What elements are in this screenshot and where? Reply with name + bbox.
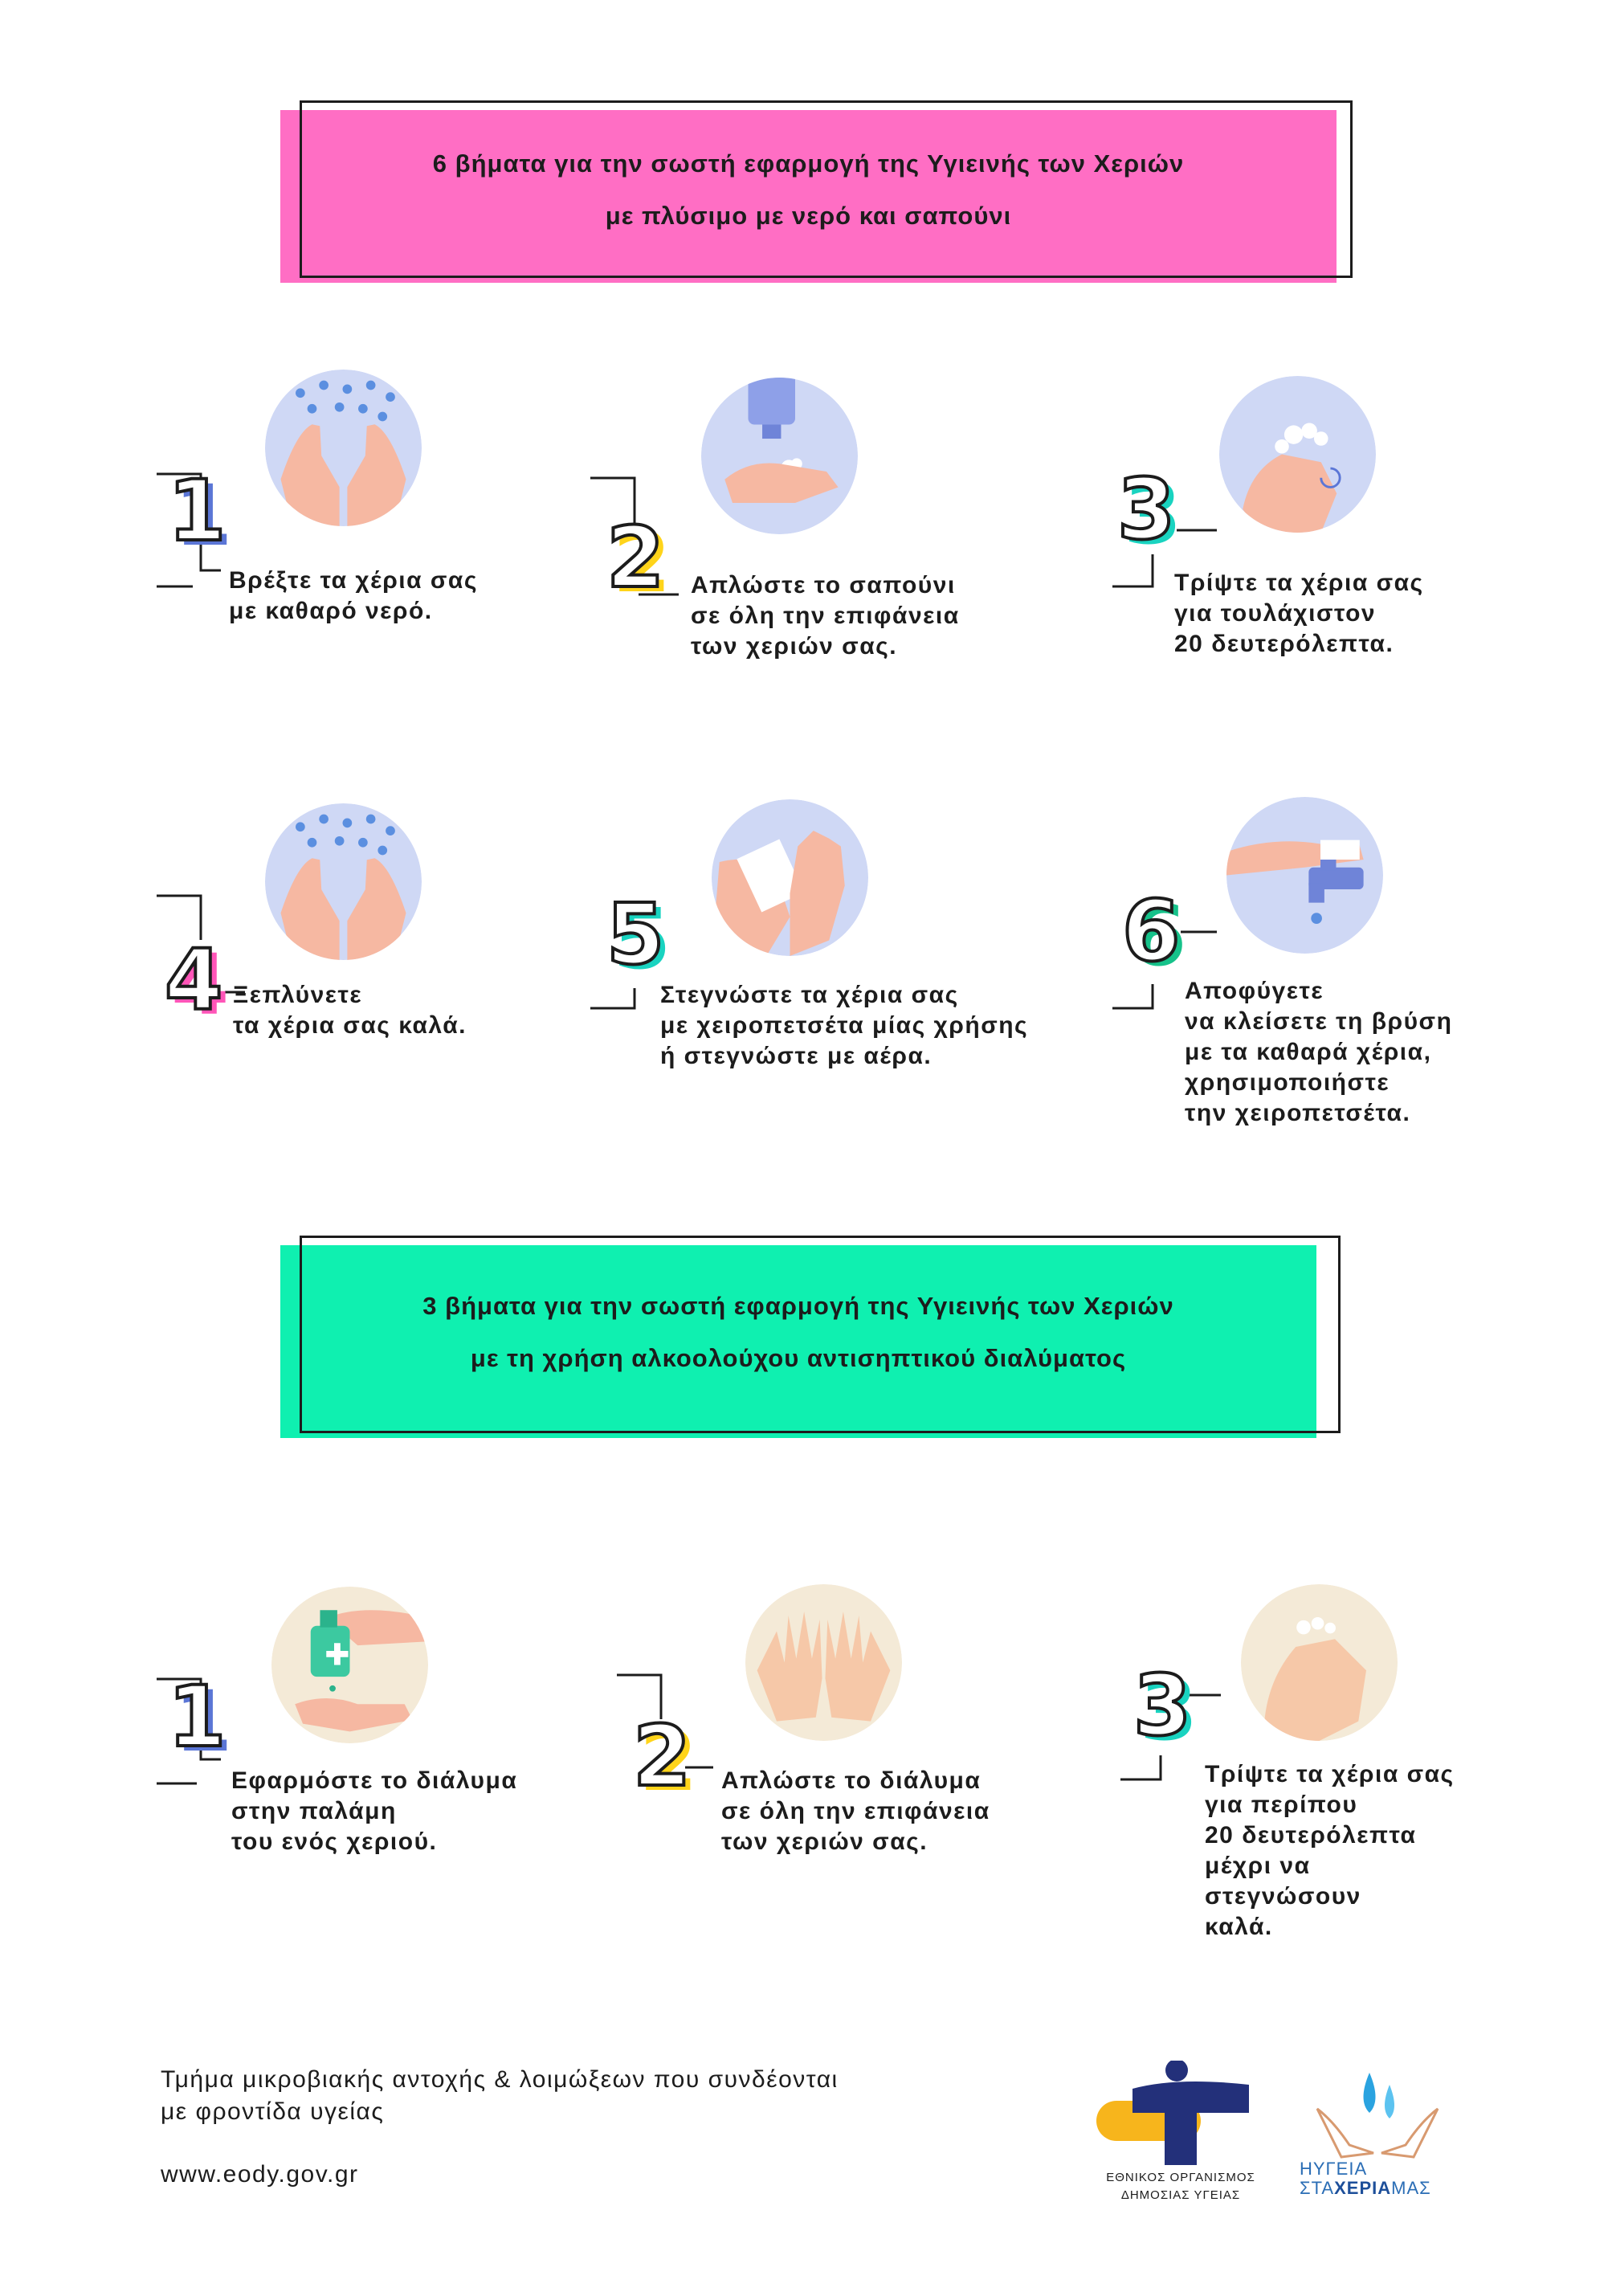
step-number-5: 5 5 xyxy=(590,888,703,1024)
step-text-line: με καθαρό νερό. xyxy=(229,598,433,624)
rubbing-palms-icon xyxy=(1241,1584,1398,1741)
step-text-line: τα χέρια σας καλά. xyxy=(233,1012,467,1039)
wet-hands-icon xyxy=(265,370,422,526)
step-text-line: Βρέξτε τα χέρια σας xyxy=(229,567,478,594)
step-text-line: των χεριών σας. xyxy=(691,633,898,660)
alcohol-banner-frame xyxy=(300,1236,1341,1433)
step-text-line: για τουλάχιστον xyxy=(1174,600,1377,627)
department-line-1: Τμήμα μικροβιακής αντοχής & λοιμώξεων πο… xyxy=(161,2066,839,2093)
rubbing-hands-icon xyxy=(1219,376,1376,533)
department-line-2: με φροντίδα υγείας xyxy=(161,2098,385,2125)
step-text-line: 20 δευτερόλεπτα. xyxy=(1174,631,1394,657)
eody-caption: ΕΘΝΙΚΟΣ ΟΡΓΑΝΙΣΜΟΣ ΔΗΜΟΣΙΑΣ ΥΓΕΙΑΣ xyxy=(1106,2171,1255,2202)
alcohol-section-title-line1: 3 βήματα για την σωστή εφαρμογή της Υγιε… xyxy=(422,1292,1174,1320)
step-text-line: Τρίψτε τα χέρια σας xyxy=(1174,570,1424,596)
hygeia-campaign-text: ΗΥΓΕΙΑ ΣΤΑΧΕΡΙΑΜΑΣ xyxy=(1300,2159,1431,2198)
alcohol-step-number-1: 1 1 xyxy=(157,1673,269,1812)
step-text-line: σε όλη την επιφάνεια xyxy=(721,1798,990,1824)
step-text-line: Εφαρμόστε το διάλυμα xyxy=(231,1767,518,1794)
step-text-line: 20 δευτερόλεπτα xyxy=(1205,1822,1417,1849)
alcohol-step-number-2: 2 2 xyxy=(617,1671,729,1808)
step-number-6: 6 6 xyxy=(1112,888,1225,1024)
step-text-line: με χειροπετσέτα μίας χρήσης xyxy=(660,1012,1029,1039)
hygeia-logo xyxy=(1309,2065,1446,2161)
step-text-line: Αποφύγετε xyxy=(1185,978,1324,1004)
eody-logo xyxy=(1096,2059,1257,2165)
paper-towel-icon xyxy=(712,799,868,956)
soap-section-title-line2: με πλύσιμο με νερό και σαπούνι xyxy=(605,202,1012,230)
alcohol-step-number-3: 3 3 xyxy=(1120,1662,1233,1812)
soap-section-title-line1: 6 βήματα για την σωστή εφαρμογή της Υγιε… xyxy=(432,149,1185,178)
open-palms-icon xyxy=(745,1584,902,1741)
step-number-3: 3 3 xyxy=(1112,466,1225,603)
sanitizer-bottle-icon xyxy=(271,1587,428,1743)
step-text-line: στην παλάμη xyxy=(231,1798,397,1824)
step-text-line: στεγνώσουν xyxy=(1205,1883,1361,1910)
soap-step-2-text: Απλώστε το σαπούνι σε όλη την επιφάνεια … xyxy=(691,570,960,662)
step-number-1: 1 1 xyxy=(157,466,269,603)
step-text-line: την χειροπετσέτα. xyxy=(1185,1100,1411,1126)
step-text-line: των χεριών σας. xyxy=(721,1828,928,1855)
step-text-line: μέχρι να xyxy=(1205,1853,1311,1879)
soap-banner-frame xyxy=(300,100,1353,278)
step-text-line: ή στεγνώστε με αέρα. xyxy=(660,1043,933,1069)
rinse-hands-icon xyxy=(265,803,422,960)
soap-step-4-text: Ξεπλύνετε τα χέρια σας καλά. xyxy=(233,980,467,1041)
soap-step-6-text: Αποφύγετε να κλείσετε τη βρύση με τα καθ… xyxy=(1185,976,1452,1129)
step-text-line: Στεγνώστε τα χέρια σας xyxy=(660,982,959,1008)
step-text-line: Απλώστε το διάλυμα xyxy=(721,1767,981,1794)
step-text-line: σε όλη την επιφάνεια xyxy=(691,603,960,629)
soap-dispenser-icon xyxy=(701,378,858,534)
alcohol-step-3-text: Τρίψτε τα χέρια σας για περίπου 20 δευτε… xyxy=(1205,1759,1455,1943)
step-text-line: χρησιμοποιήστε xyxy=(1185,1069,1390,1096)
step-text-line: Ξεπλύνετε xyxy=(233,982,363,1008)
alcohol-step-1-text: Εφαρμόστε το διάλυμα στην παλάμη του ενό… xyxy=(231,1766,517,1857)
step-text-line: να κλείσετε τη βρύση xyxy=(1185,1008,1453,1035)
soap-step-3-text: Τρίψτε τα χέρια σας για τουλάχιστον 20 δ… xyxy=(1174,568,1424,660)
step-text-line: του ενός χεριού. xyxy=(231,1828,438,1855)
soap-banner-fill xyxy=(280,110,1337,283)
step-text-line: Τρίψτε τα χέρια σας xyxy=(1205,1761,1455,1787)
step-number-2: 2 2 xyxy=(590,474,703,611)
faucet-towel-icon xyxy=(1226,797,1383,954)
step-number-4: 4 4 xyxy=(157,892,269,1028)
soap-step-5-text: Στεγνώστε τα χέρια σας με χειροπετσέτα μ… xyxy=(660,980,1028,1072)
alcohol-banner-fill xyxy=(280,1245,1316,1438)
alcohol-section-title-line2: με τη χρήση αλκοολούχου αντισηπτικού δια… xyxy=(470,1344,1127,1372)
step-text-line: για περίπου xyxy=(1205,1791,1358,1818)
step-text-line: Απλώστε το σαπούνι xyxy=(691,572,956,599)
step-text-line: καλά. xyxy=(1205,1914,1273,1940)
soap-step-1-text: Βρέξτε τα χέρια σας με καθαρό νερό. xyxy=(229,566,478,627)
step-text-line: με τα καθαρά χέρια, xyxy=(1185,1039,1432,1065)
website-link[interactable]: www.eody.gov.gr xyxy=(161,2161,359,2188)
alcohol-step-2-text: Απλώστε το διάλυμα σε όλη την επιφάνεια … xyxy=(721,1766,990,1857)
